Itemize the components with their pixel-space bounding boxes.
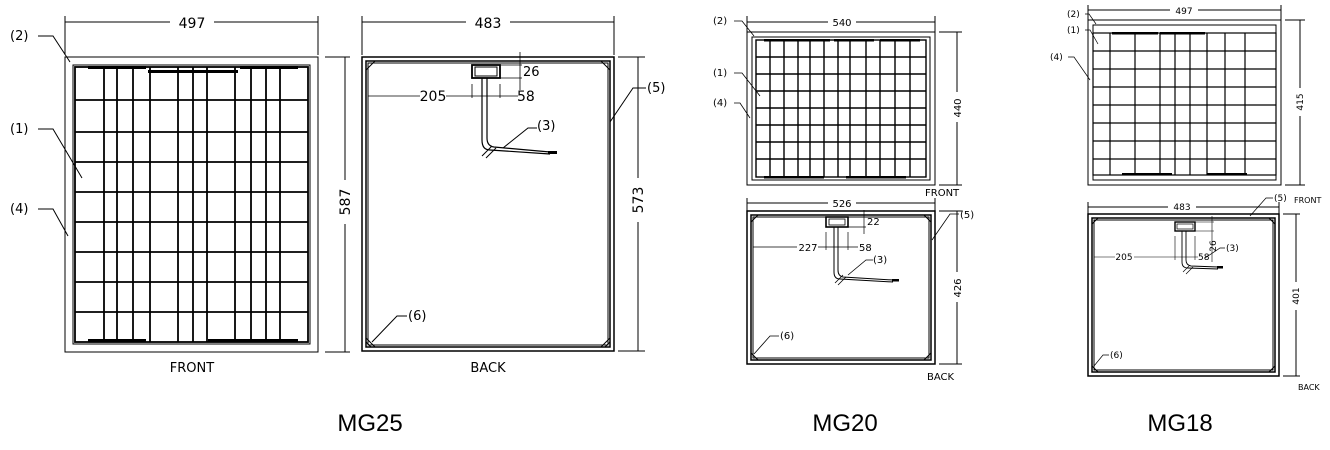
mg20-front-view: 540	[713, 15, 964, 199]
mg20-back-width: 526	[832, 199, 851, 210]
mg18-callout-frame-back: (5)	[1274, 194, 1287, 204]
mg25-callout-glass: (2)	[10, 29, 28, 44]
mg18-front-height: 415	[1296, 93, 1306, 110]
model-label-mg18: MG18	[1147, 410, 1213, 437]
mg18-callout-cells: (1)	[1067, 26, 1080, 36]
mg20-back-view: 526 22 227 58 (3) (5) (6) 426 BACK	[746, 196, 974, 383]
mg25-cell-grid	[74, 66, 309, 343]
mg20-cell-grid	[755, 39, 927, 179]
mg18-junction-top: 26	[1209, 240, 1219, 252]
mg18-callout-corner: (6)	[1110, 351, 1123, 361]
mg20-callout-cable: (3)	[873, 255, 887, 266]
mg25-callout-frame-back: (5)	[647, 81, 665, 96]
mg18-callout-frame: (4)	[1050, 53, 1063, 63]
mg20-front-height: 440	[953, 98, 964, 117]
mg25-callout-cable: (3)	[537, 119, 555, 134]
mg18-back-width: 483	[1173, 203, 1190, 213]
mg20-callout-frame: (4)	[713, 98, 727, 109]
mg25-front-view: 497	[10, 14, 354, 376]
mg20-back-height: 426	[953, 278, 964, 297]
mg20-junction-width: 58	[859, 243, 872, 254]
mg18-back-label: BACK	[1298, 383, 1320, 392]
mg18-front-view: 497 415 (	[1050, 4, 1321, 205]
mg25-junction-top: 26	[523, 65, 540, 80]
mg20-junction-offset: 227	[798, 243, 817, 254]
mg25-callout-frame: (4)	[10, 202, 28, 217]
mg18-callout-cable: (3)	[1226, 244, 1239, 254]
mg18-callout-glass: (2)	[1067, 10, 1080, 20]
mg20-callout-frame-back: (5)	[960, 210, 974, 221]
mg18-front-width: 497	[1175, 7, 1192, 17]
mg25-junction-width: 58	[517, 89, 535, 105]
mg25-front-label: FRONT	[170, 361, 214, 376]
mg25-callout-cells: (1)	[10, 122, 28, 137]
mg18-junction-width: 58	[1198, 253, 1210, 263]
model-label-mg20: MG20	[812, 410, 878, 437]
mg25-back-label: BACK	[470, 361, 506, 376]
mg20-callout-cells: (1)	[713, 68, 727, 79]
mg18-front-label: FRONT	[1294, 196, 1321, 205]
mg25-callout-corner: (6)	[408, 309, 426, 324]
mg18-back-view: 483 26 205 58 (3) (5) (6) 401 BACK	[1087, 194, 1320, 392]
mg25-back-width: 483	[475, 16, 502, 32]
mg18-junction-offset: 205	[1115, 253, 1132, 263]
mg25-front-height: 587	[338, 189, 354, 216]
mg20-callout-glass: (2)	[713, 16, 727, 27]
mg18-back-height: 401	[1292, 287, 1302, 304]
mg20-front-label: FRONT	[925, 188, 960, 199]
mg20-junction-top: 22	[867, 217, 880, 228]
mg18-cell-grid	[1092, 32, 1277, 176]
mg25-back-height: 573	[631, 187, 647, 214]
mg20-callout-corner: (6)	[780, 331, 794, 342]
mg25-front-width: 497	[179, 16, 206, 32]
mg25-junction-offset: 205	[420, 89, 447, 105]
model-label-mg25: MG25	[337, 410, 403, 437]
mg25-back-view: 483 26 205 58 (3) (5) (6) 573 BA	[361, 14, 665, 376]
mg20-front-width: 540	[832, 18, 851, 29]
mg20-back-label: BACK	[927, 372, 955, 383]
